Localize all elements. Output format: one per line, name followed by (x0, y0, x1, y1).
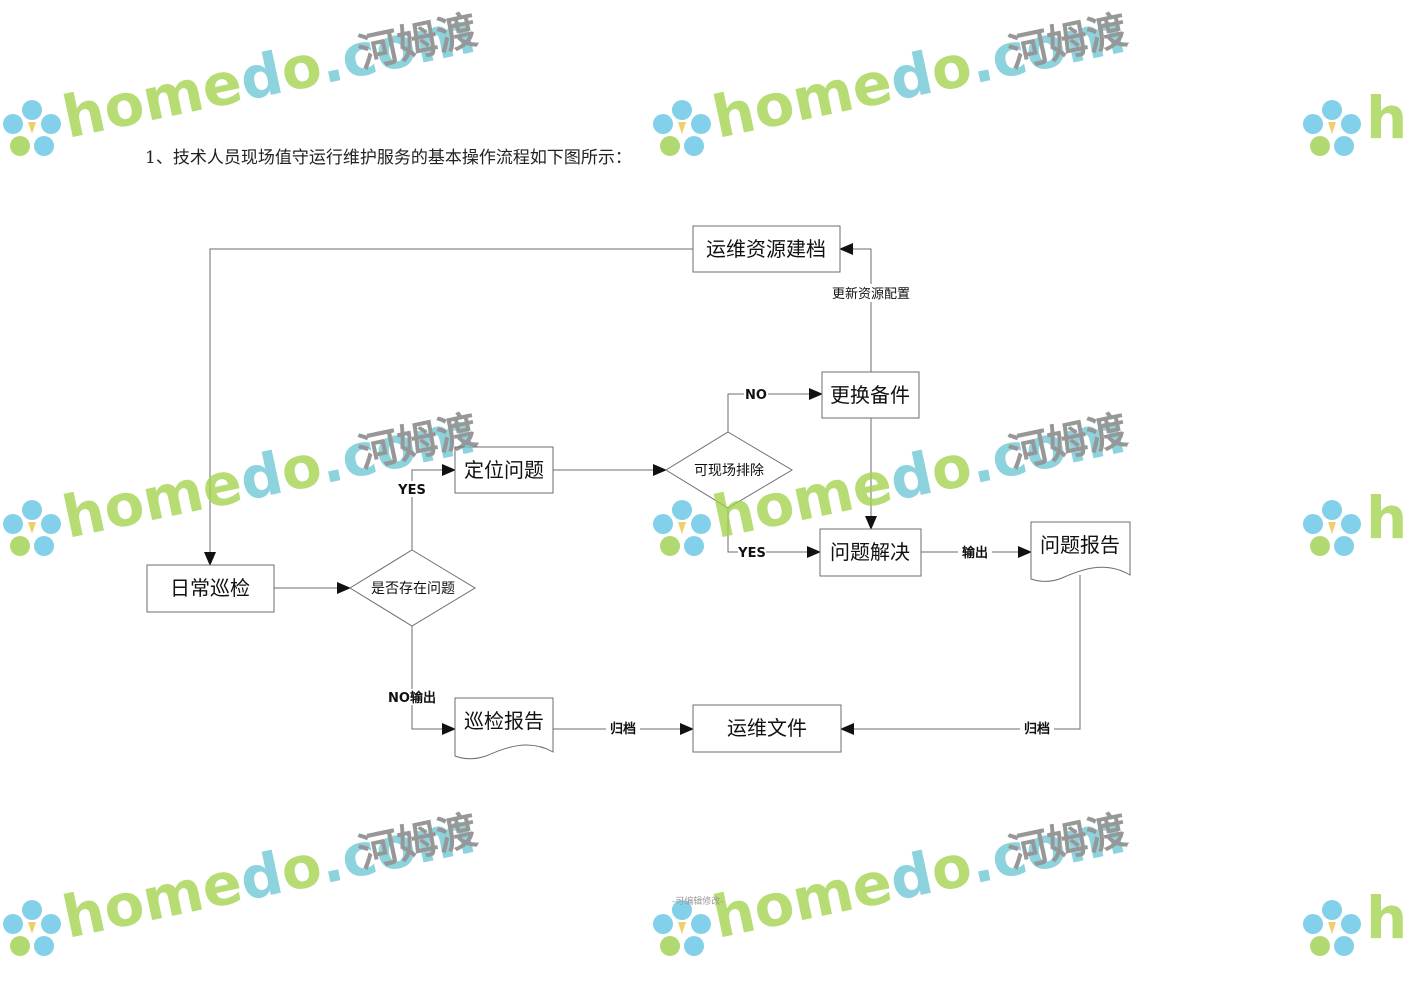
connectors (204, 243, 1081, 735)
label-output: 输出 (962, 545, 988, 561)
node-patrol-report: 巡检报告 (454, 697, 554, 760)
label-archive-right: 归档 (1024, 721, 1050, 737)
node-resolve: 问题解决 (819, 528, 922, 577)
label-yes-locate: YES (397, 483, 426, 498)
edge-replace-update-archive (839, 243, 872, 372)
node-patrol-report-label: 巡检报告 (464, 709, 544, 733)
node-report-label: 问题报告 (1040, 533, 1120, 557)
node-replace: 更换备件 (821, 371, 920, 419)
label-no: NO (745, 388, 767, 403)
footer-note: -可编辑修改- (672, 897, 724, 907)
edge-onsite-no-replace (727, 388, 823, 432)
node-locate-label: 定位问题 (464, 458, 544, 482)
node-ops-file: 运维文件 (692, 704, 842, 753)
edge-labels: 更新资源配置 NO YES YES 输出 NO输出 归档 归档 (386, 284, 1054, 737)
node-archive-label: 运维资源建档 (706, 237, 826, 261)
node-onsite-label: 可现场排除 (694, 463, 764, 479)
edge-onsite-yes-resolve (727, 508, 821, 558)
node-replace-label: 更换备件 (830, 383, 910, 407)
node-exists-label: 是否存在问题 (371, 581, 455, 597)
label-yes-resolve: YES (737, 546, 766, 561)
label-archive-left: 归档 (610, 721, 636, 737)
node-onsite: 可现场排除 (665, 431, 793, 509)
edge-exists-yes-locate (411, 464, 456, 550)
node-patrol-label: 日常巡检 (170, 576, 250, 600)
node-locate: 定位问题 (454, 446, 554, 494)
node-ops-file-label: 运维文件 (727, 716, 807, 740)
node-resolve-label: 问题解决 (830, 540, 910, 564)
intro-text: 1、技术人员现场值守运行维护服务的基本操作流程如下图所示： (145, 148, 632, 168)
label-no-output: NO输出 (388, 690, 436, 706)
node-exists: 是否存在问题 (349, 549, 476, 627)
edge-report-to-file (840, 575, 1081, 735)
node-patrol: 日常巡检 (146, 564, 275, 613)
edge-archive-to-patrol (204, 248, 693, 566)
edge-exists-no-patrol-report (411, 626, 456, 735)
label-update-config: 更新资源配置 (832, 286, 910, 302)
node-archive: 运维资源建档 (692, 225, 841, 273)
node-report: 问题报告 (1030, 521, 1131, 582)
